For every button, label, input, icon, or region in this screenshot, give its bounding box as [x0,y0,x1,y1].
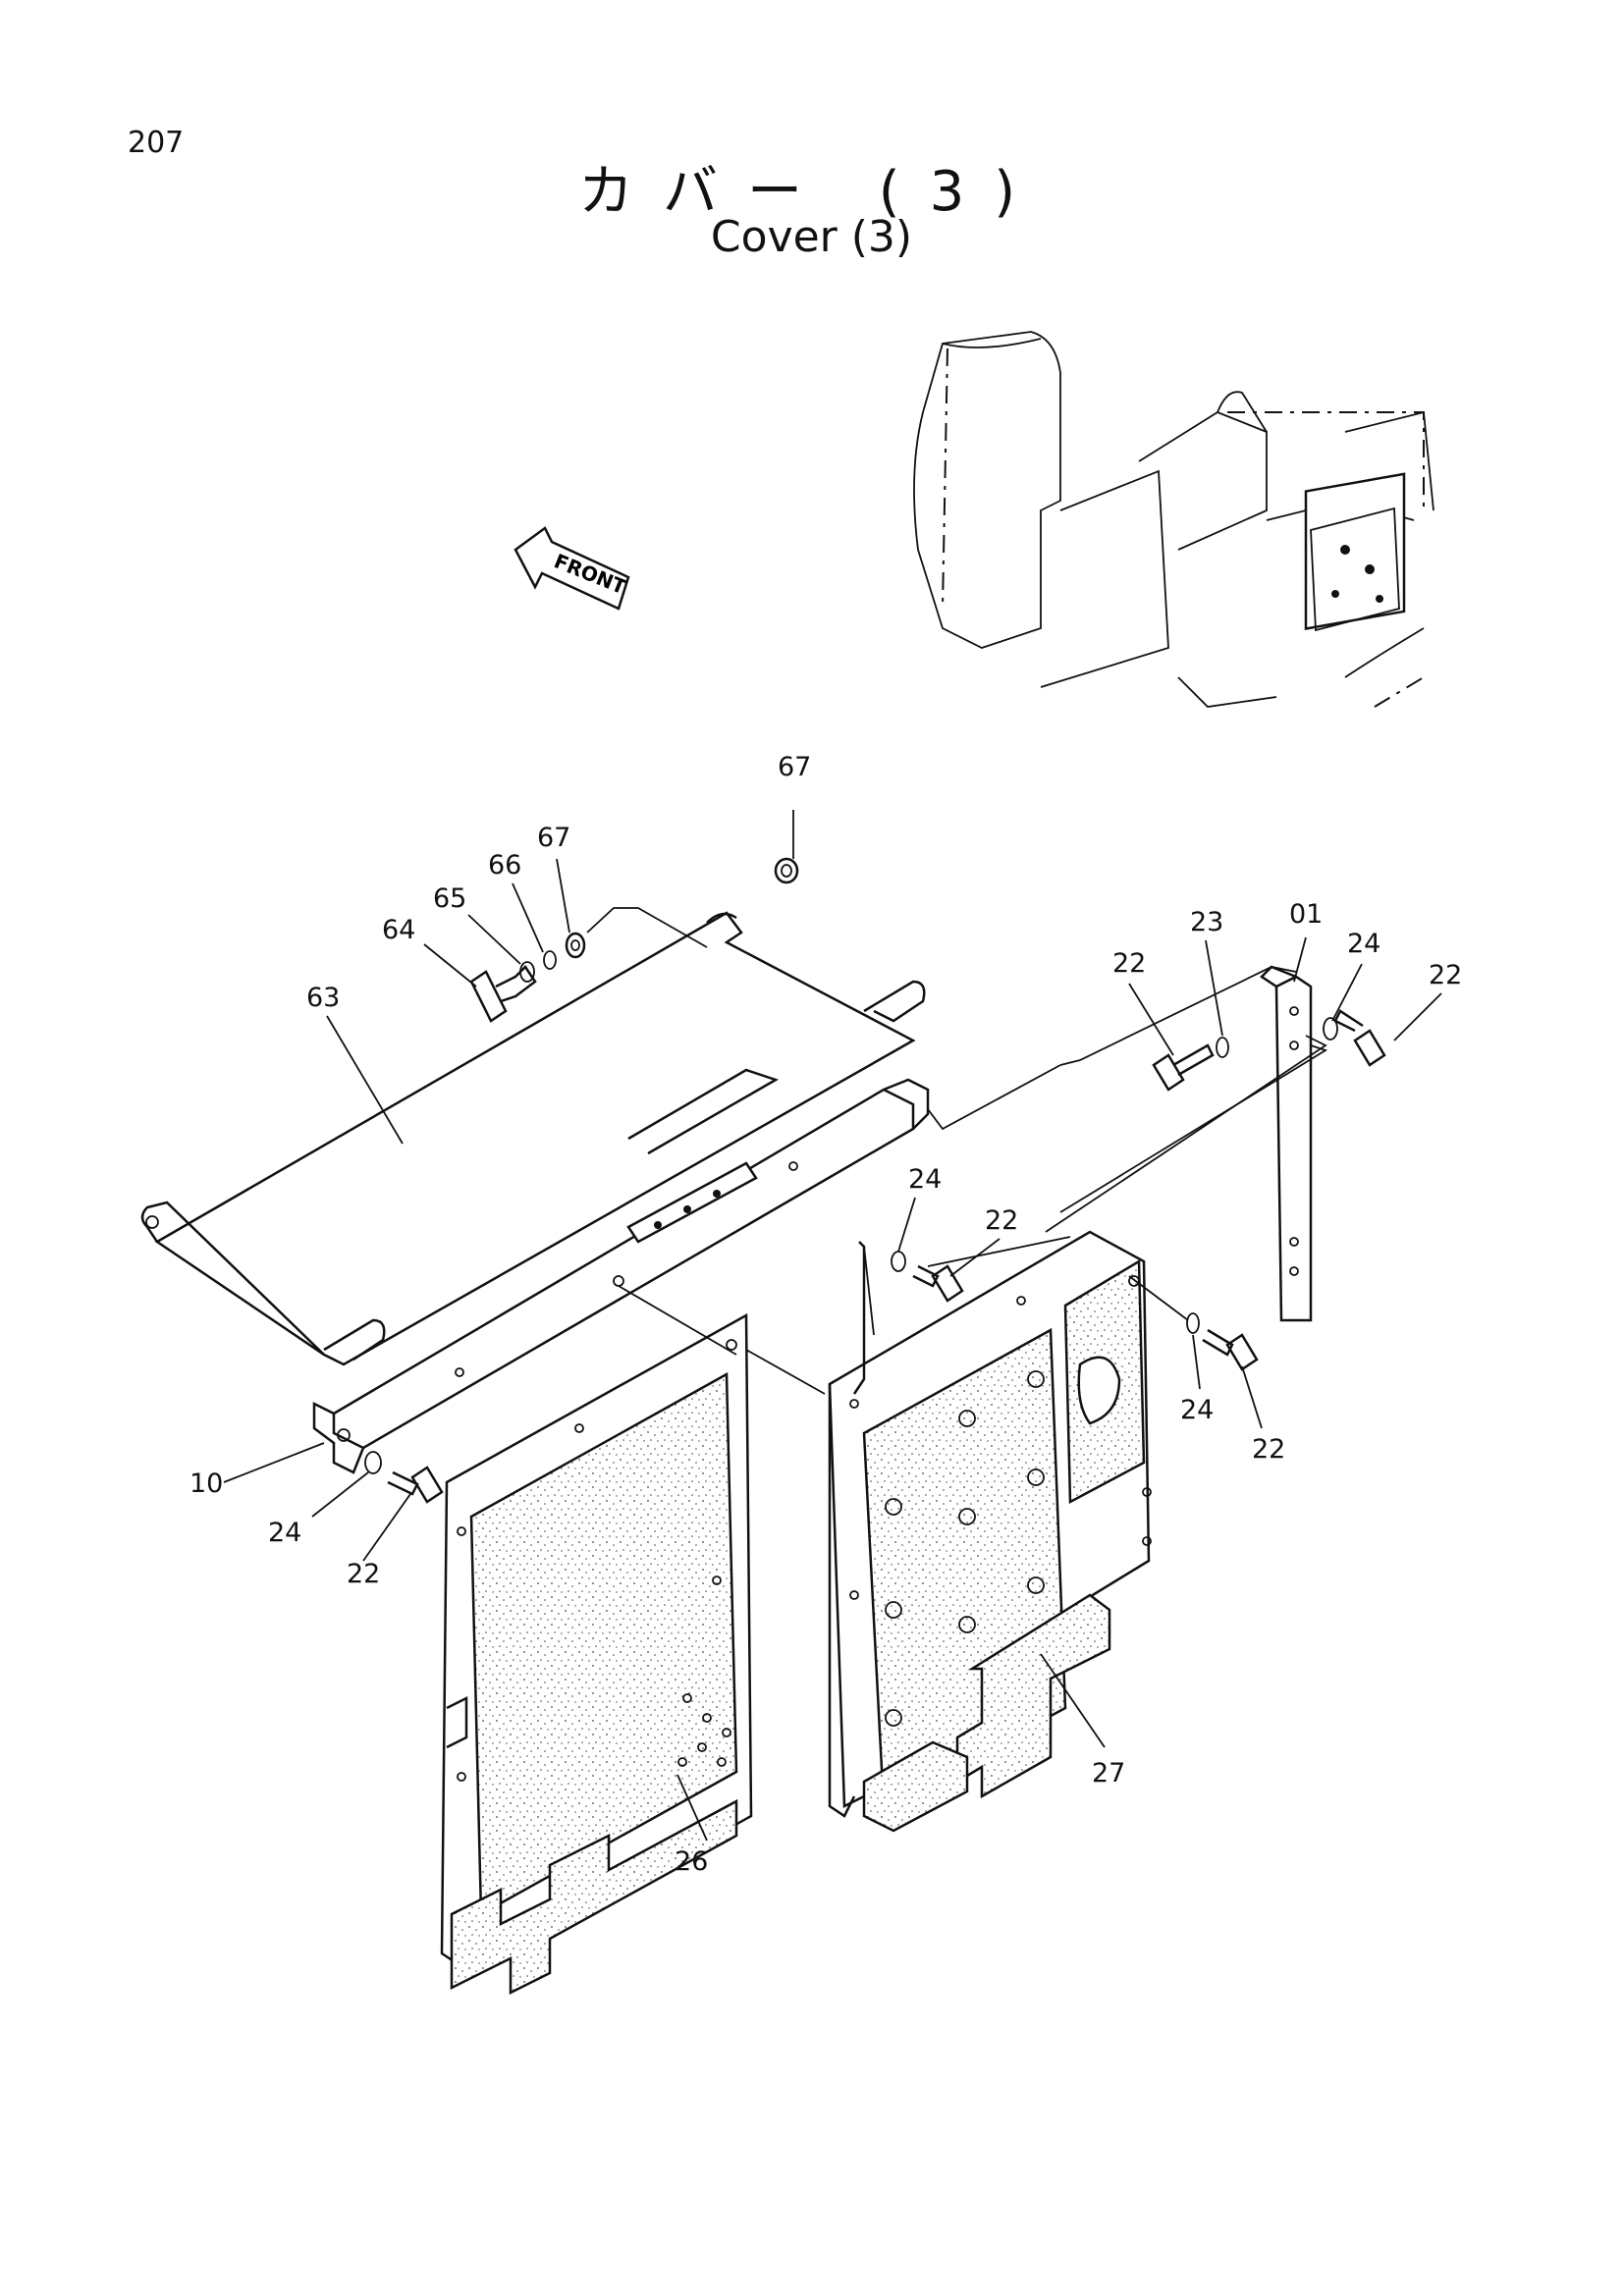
label-22-center-top: 22 [1112,948,1146,979]
front-arrow: FRONT [514,526,630,611]
front-arrow-label: FRONT [551,549,629,599]
part-labels: 67 67 66 65 64 63 01 23 24 22 22 24 22 2… [189,752,1462,1877]
label-22-center: 22 [985,1205,1018,1236]
machine-overview [913,331,1434,708]
label-65: 65 [433,883,466,914]
fasteners [364,857,1386,1504]
page-number: 207 [128,126,185,160]
label-66: 66 [488,850,521,881]
connection-lines [586,907,1328,1395]
label-24-left: 24 [268,1518,301,1548]
label-22-left: 22 [347,1559,380,1589]
label-67-top: 67 [778,752,811,782]
label-22-right: 22 [1252,1434,1285,1465]
label-24-center: 24 [908,1164,942,1195]
label-24-right-top: 24 [1347,929,1380,959]
label-10: 10 [189,1468,223,1499]
frame-bar [312,1068,930,1474]
label-23: 23 [1190,907,1223,937]
label-67: 67 [537,823,570,853]
title-japanese: カバー (3) [577,160,1046,224]
left-insulated-panel [440,1312,753,1996]
label-22-right-top: 22 [1429,960,1462,990]
vertical-bracket [1260,965,1313,1322]
right-insulated-panel [828,1230,1152,1833]
label-01: 01 [1289,899,1323,930]
label-64: 64 [382,915,415,945]
label-26: 26 [675,1846,708,1877]
label-63: 63 [306,983,340,1013]
leader-lines [223,810,1442,1842]
top-cover-plate [140,911,926,1366]
label-24-right: 24 [1180,1395,1214,1425]
title-english: Cover (3) [710,212,913,262]
label-27: 27 [1092,1758,1125,1789]
